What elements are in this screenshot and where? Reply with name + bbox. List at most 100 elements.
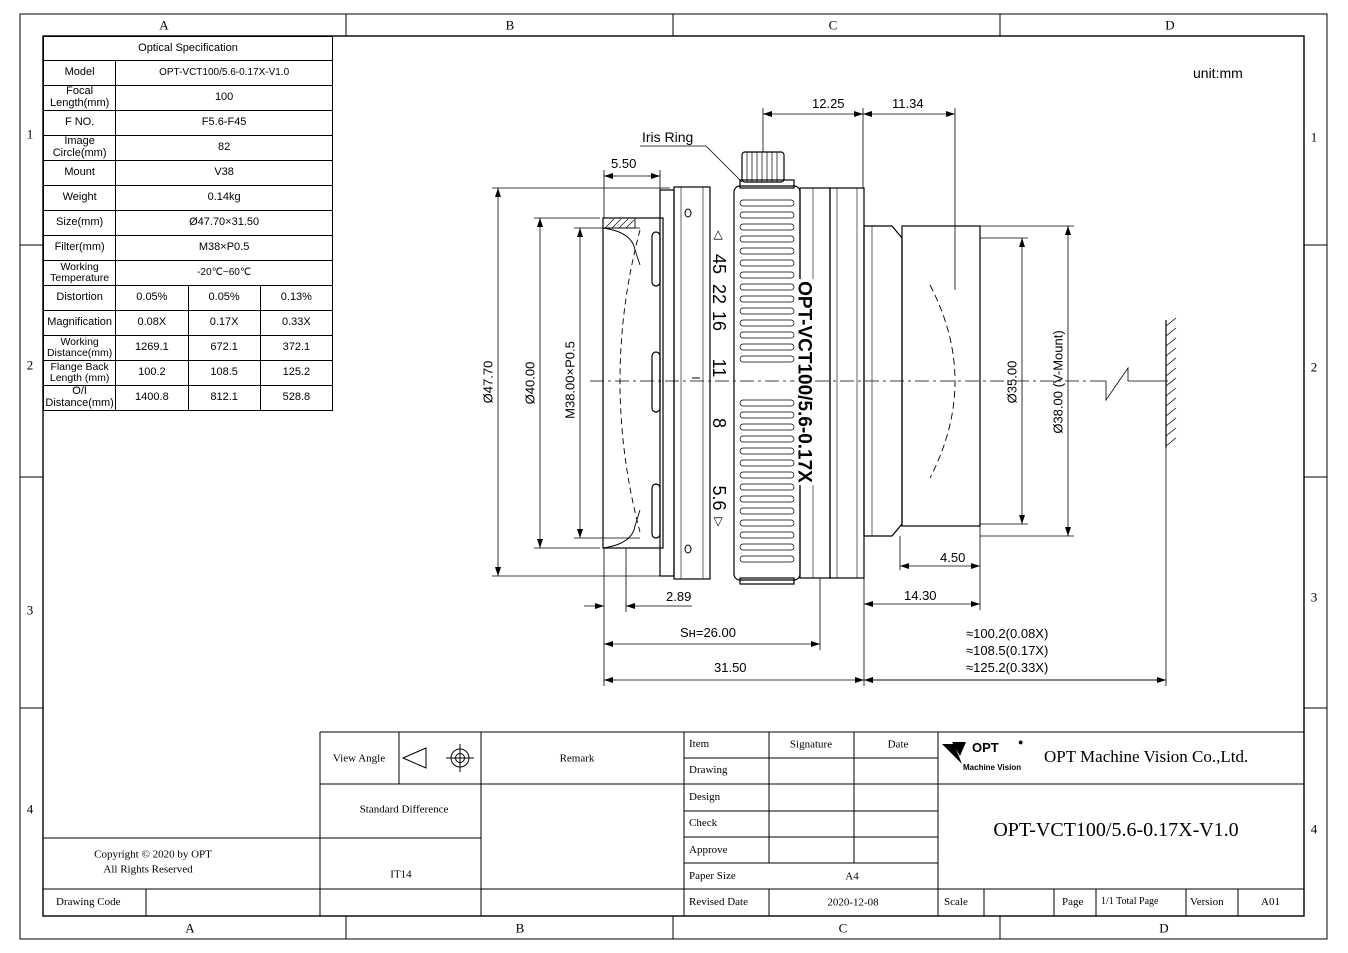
spec-name: Filter(mm) [42, 235, 117, 261]
spec-title-row: Optical Specification [43, 36, 333, 61]
aperture-mark: 16 [709, 310, 729, 332]
zone-label-d-bottom: D [1159, 920, 1169, 936]
aperture-mark: 45 [709, 253, 729, 275]
check-label: Check [689, 817, 718, 829]
model-number: OPT-VCT100/5.6-0.17X-V1.0 [993, 819, 1239, 841]
zone-label-b-bottom: B [515, 920, 525, 936]
spec-value: 125.2 [259, 360, 334, 386]
spec-name: Image Circle(mm) [42, 135, 117, 161]
approve-label: Approve [689, 844, 728, 856]
aperture-mark: 8 [709, 417, 729, 429]
aperture-arrow-icon: ▷ [712, 517, 726, 527]
drawing-label: Drawing [689, 764, 728, 776]
spec-value: 100.2 [115, 360, 189, 386]
aperture-mark: 11 [709, 358, 729, 378]
unit-label: unit:mm [1193, 65, 1243, 81]
aperture-arrow-icon: ◁ [712, 230, 726, 240]
spec-name: Weight [42, 185, 117, 211]
iris-knob [741, 151, 785, 183]
logo-subtitle: Machine Vision [963, 763, 1022, 772]
spec-value: 1400.8 [115, 385, 189, 411]
zone-label-1-left: 1 [26, 126, 34, 142]
date-label: Date [887, 738, 909, 751]
spec-name: Model [42, 60, 117, 86]
zone-label-3-left: 3 [26, 602, 34, 618]
zone-label-2-right: 2 [1310, 359, 1318, 375]
dimension-arrows [495, 111, 1166, 683]
spec-value: V38 [115, 160, 333, 186]
spec-value: 528.8 [259, 385, 334, 411]
dim-31-50: 31.50 [714, 660, 747, 675]
zone-label-b-top: B [505, 17, 515, 33]
front-lens-arc [619, 229, 641, 533]
zone-label-3-right: 3 [1310, 589, 1318, 605]
dim-sh: Sʜ=26.00 [680, 625, 736, 640]
paper-size-value: A4 [845, 870, 859, 883]
spec-value: 108.5 [187, 360, 261, 386]
spec-value: Ø47.70×31.50 [115, 210, 333, 236]
dim-12-25: 12.25 [812, 96, 845, 111]
copyright-line-2: All Rights Reserved [103, 863, 193, 876]
spec-name: F NO. [42, 110, 117, 136]
dimension-lines [492, 108, 1167, 686]
zone-label-a-top: A [159, 17, 169, 33]
copyright-line-1: Copyright © 2020 by OPT [94, 848, 212, 861]
paper-size-label: Paper Size [689, 870, 736, 882]
working-distance-1: ≈100.2(0.08X) [966, 626, 1049, 641]
item-label: Item [689, 738, 710, 750]
working-distance-2: ≈108.5(0.17X) [966, 643, 1049, 658]
zone-label-1-right: 1 [1310, 129, 1318, 145]
opt-logo-icon [942, 742, 966, 764]
spec-name: Mount [42, 160, 117, 186]
spec-name: Working Temperature [42, 260, 117, 286]
signature-label: Signature [789, 738, 833, 751]
remark-label: Remark [559, 752, 595, 765]
knurl-ribs [739, 199, 795, 563]
hatched-section [602, 217, 636, 229]
barrel-engraving: OPT-VCT100/5.6-0.17X [793, 279, 815, 485]
spec-name: Focal Length(mm) [42, 85, 117, 111]
spec-value: 1269.1 [115, 335, 189, 361]
spec-value: 0.14kg [115, 185, 333, 211]
spec-name: Size(mm) [42, 210, 117, 236]
dim-dia-40-00: Ø40.00 [522, 361, 538, 405]
page-label: Page [1062, 896, 1084, 908]
spec-value: OPT-VCT100/5.6-0.17X-V1.0 [115, 60, 333, 86]
dim-dia-38-00: Ø38.00 (V-Mount) [1050, 330, 1066, 434]
scale-label: Scale [944, 896, 968, 908]
dim-5-50: 5.50 [611, 156, 637, 171]
dim-14-30: 14.30 [904, 588, 937, 603]
front-barrel [659, 189, 675, 577]
spec-value: -20℃~60℃ [115, 260, 333, 286]
spec-value: 0.13% [259, 285, 334, 311]
zone-label-c-bottom: C [838, 920, 848, 936]
total-page-label: 1/1 Total Page [1101, 896, 1159, 907]
view-angle-label: View Angle [332, 752, 386, 765]
aperture-mark: 5.6 [709, 485, 729, 511]
spec-value: 0.17X [187, 310, 261, 336]
lens-drawing [590, 151, 1177, 585]
zone-label-2-left: 2 [26, 357, 34, 373]
aperture-mark: 22 [709, 283, 729, 305]
spec-value: 0.05% [115, 285, 189, 311]
zone-label-4-right: 4 [1310, 821, 1318, 837]
tolerance-grade: IT14 [390, 868, 412, 881]
spec-value: 812.1 [187, 385, 261, 411]
version-label: Version [1190, 896, 1224, 908]
spec-value: 82 [115, 135, 333, 161]
spec-row: Filter(mm)M38×P0.5 [42, 235, 333, 261]
dim-4-50: 4.50 [940, 550, 966, 565]
spec-value: 0.08X [115, 310, 189, 336]
dim-11-34: 11.34 [892, 96, 924, 111]
spec-row: Size(mm)Ø47.70×31.50 [42, 210, 333, 236]
projection-symbol-icon [401, 744, 474, 772]
title-block-lines [43, 731, 1304, 916]
spec-row: F NO.F5.6-F45 [42, 110, 333, 136]
revised-date-value: 2020-12-08 [827, 896, 879, 909]
